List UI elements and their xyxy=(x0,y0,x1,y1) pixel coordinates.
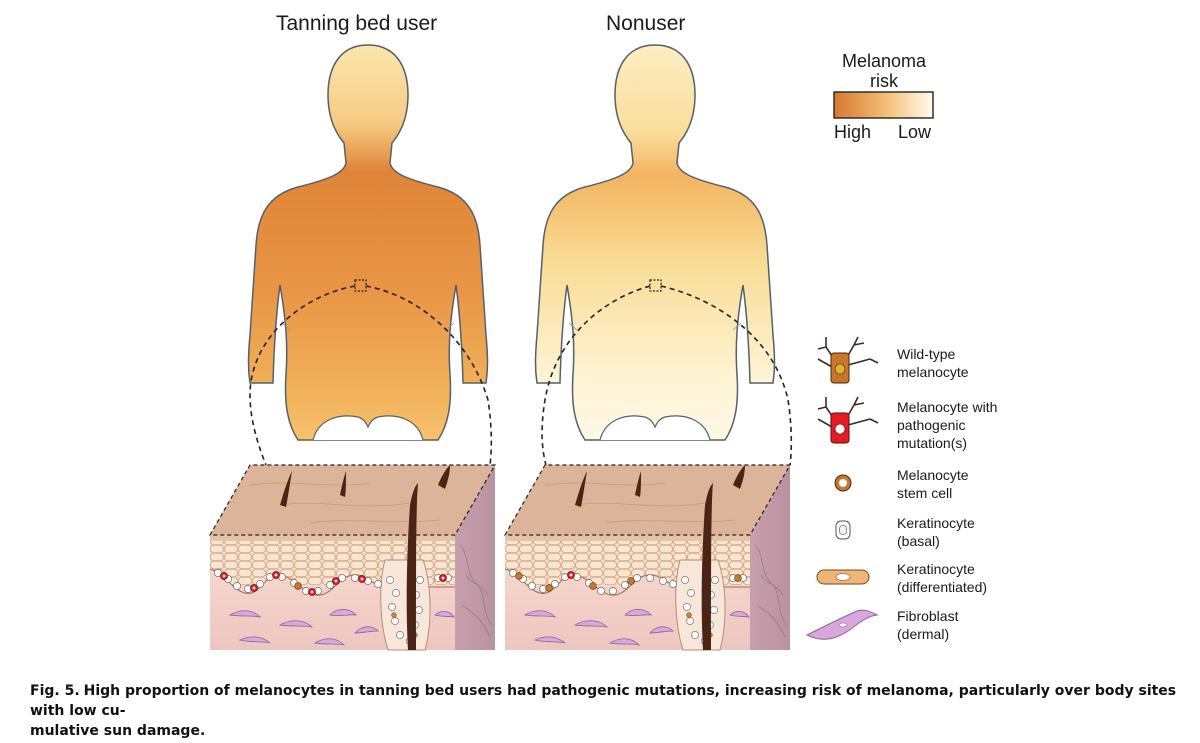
legend-wild-type-melanocyte: Wild-type melanocyte xyxy=(897,345,969,381)
legend-label-line: Melanocyte xyxy=(897,467,969,483)
fibroblast-icon xyxy=(805,609,879,640)
caption-prefix: Fig. 5. xyxy=(30,683,80,699)
user-zoom-arc-right xyxy=(365,285,493,466)
risk-scale-title-line1: Melanoma xyxy=(841,51,927,71)
nonuser-zoom-arc-right xyxy=(660,285,793,466)
legend-label-line: Keratinocyte xyxy=(897,515,975,531)
legend-label-line: (dermal) xyxy=(897,626,950,642)
wild-type-melanocyte-icon xyxy=(817,336,879,384)
legend-label-line: stem cell xyxy=(897,485,953,501)
risk-scale-title-line2: risk xyxy=(870,71,898,91)
caption-line1: High proportion of melanocytes in tannin… xyxy=(30,683,1177,719)
nonuser-title: Nonuser xyxy=(606,12,686,35)
user-zoom-arc xyxy=(249,285,356,466)
legend-label-line: (differentiated) xyxy=(897,579,988,595)
user-skin-cross-section xyxy=(209,464,496,651)
legend-label-line: Melanocyte with xyxy=(897,399,998,415)
legend-fibroblast: Fibroblast (dermal) xyxy=(897,607,958,643)
nonuser-skin-cross-section xyxy=(504,464,791,651)
melanoma-risk-gradient-bar xyxy=(833,91,934,119)
melanocyte-stem-cell-icon xyxy=(834,474,852,492)
legend-label-line: pathogenic xyxy=(897,417,966,433)
legend-basal-keratinocyte: Keratinocyte (basal) xyxy=(897,514,975,550)
legend-label-line: (basal) xyxy=(897,533,940,549)
legend-mutated-melanocyte: Melanocyte with pathogenic mutation(s) xyxy=(897,398,997,452)
legend-label-line: Wild-type xyxy=(897,346,956,362)
risk-scale-title: Melanoma risk xyxy=(832,50,936,92)
mutated-melanocyte-icon xyxy=(817,396,879,444)
legend-melanocyte-stem-cell: Melanocyte stem cell xyxy=(897,466,969,502)
legend-label-line: mutation(s) xyxy=(897,435,968,451)
tanning-bed-user-title: Tanning bed user xyxy=(276,12,438,35)
legend-label-line: Keratinocyte xyxy=(897,561,975,577)
nonuser-body xyxy=(534,44,776,441)
legend-differentiated-keratinocyte: Keratinocyte (differentiated) xyxy=(897,560,987,596)
tanning-bed-user-body xyxy=(247,44,489,441)
caption-line2: mulative sun damage. xyxy=(30,723,206,739)
user-zoom-region xyxy=(354,279,367,292)
nonuser-zoom-arc xyxy=(541,285,651,466)
differentiated-keratinocyte-icon xyxy=(816,569,870,585)
risk-low-label: Low xyxy=(898,122,932,142)
legend-label-line: Fibroblast xyxy=(897,608,959,624)
nonuser-zoom-region xyxy=(649,279,662,292)
risk-high-label: High xyxy=(834,122,872,142)
figure-caption: Fig. 5.High proportion of melanocytes in… xyxy=(30,681,1180,741)
basal-keratinocyte-icon xyxy=(835,520,851,540)
legend-label-line: melanocyte xyxy=(897,364,969,380)
